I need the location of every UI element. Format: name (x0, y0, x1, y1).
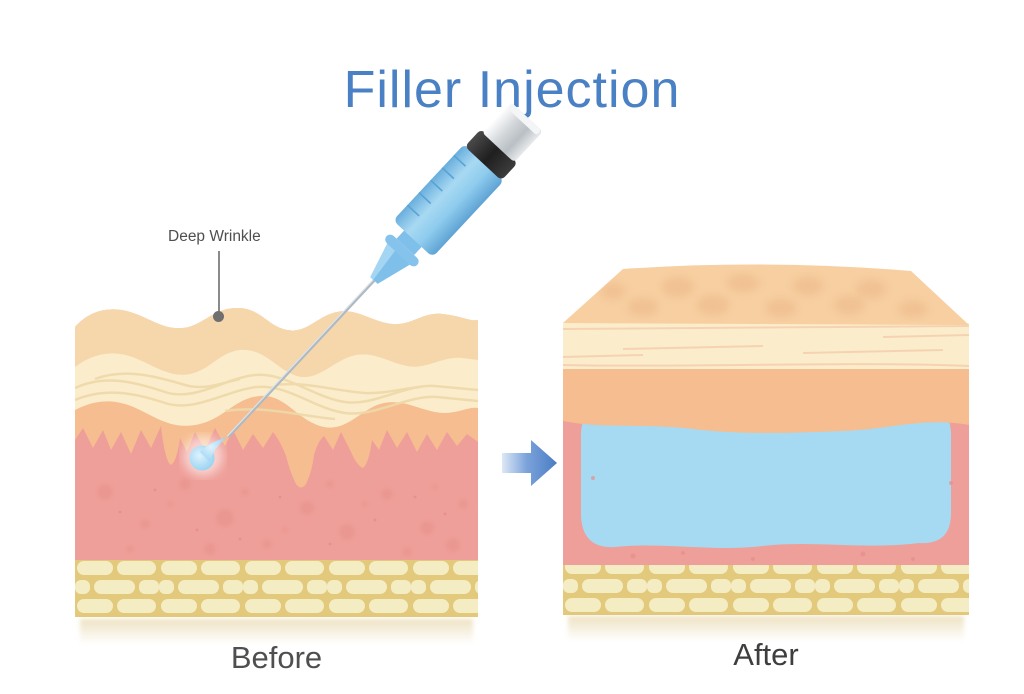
page-title: Filler Injection (343, 61, 681, 119)
after-skin-top-face (563, 264, 969, 325)
after-dermis-specks (591, 476, 953, 561)
plunger-seal (466, 130, 516, 179)
deep-wrinkle-label: Deep Wrinkle (168, 228, 261, 245)
before-skin-diagram (75, 308, 478, 617)
barrel-neck (396, 229, 423, 256)
after-reflection (568, 616, 964, 641)
deep-wrinkle-leader-line (218, 251, 220, 313)
arrow-right-icon (502, 440, 557, 486)
hub-flange (385, 234, 419, 267)
needle-hub (370, 241, 412, 284)
filler-volume (581, 405, 951, 548)
epidermis-texture-lines (563, 325, 969, 367)
before-fat-layer (75, 560, 478, 617)
deep-wrinkle-marker-dot (213, 311, 224, 322)
skin-pore-dots (601, 274, 927, 317)
needle-hub-highlight (370, 241, 397, 280)
after-fat-layer (563, 565, 969, 615)
after-upper-dermis-layer (563, 369, 969, 433)
dermis-specks (118, 488, 447, 546)
after-label: After (733, 637, 799, 672)
syringe-barrel (395, 146, 502, 255)
dermis-spots (97, 478, 468, 557)
after-epidermis-layer (563, 323, 969, 369)
after-skin-diagram (563, 264, 969, 615)
before-label: Before (230, 640, 323, 675)
barrel-scale-marks (406, 154, 467, 217)
before-reflection (80, 619, 473, 644)
